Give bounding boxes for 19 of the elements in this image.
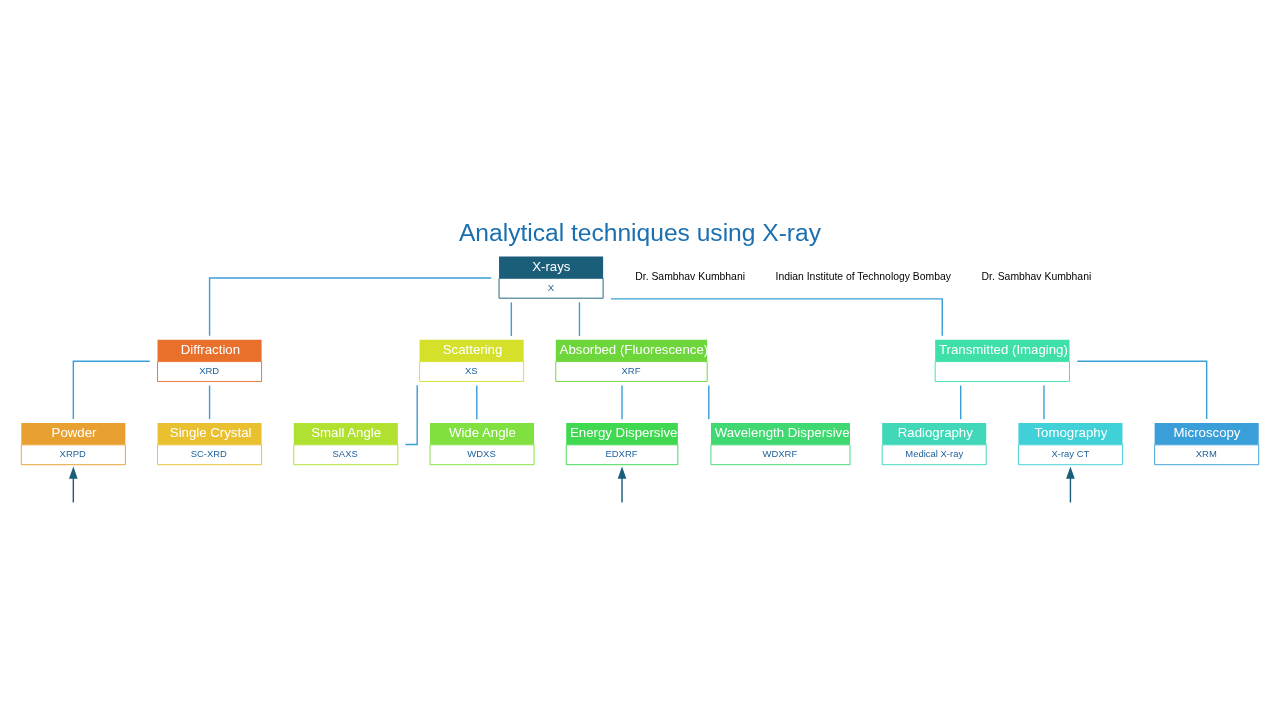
diagram-title: Analytical techniques using X-ray <box>458 218 822 246</box>
label: Indian Institute of Technology Bombay <box>775 270 951 282</box>
connector <box>1076 360 1208 420</box>
connector <box>208 384 211 420</box>
connector <box>708 384 710 420</box>
label: Dr. Sambhav Kumbhani <box>981 270 1092 282</box>
connector <box>621 384 623 420</box>
arrow <box>69 465 78 503</box>
arrow <box>1066 465 1075 503</box>
connector <box>510 301 513 337</box>
connector <box>208 276 492 337</box>
connector <box>578 301 581 337</box>
connector <box>610 297 943 337</box>
arrow <box>617 465 627 503</box>
label: Dr. Sambhav Kumbhani <box>635 270 746 282</box>
connector <box>960 384 962 420</box>
connector <box>476 384 478 420</box>
connector <box>72 360 151 420</box>
connector <box>1043 384 1045 420</box>
